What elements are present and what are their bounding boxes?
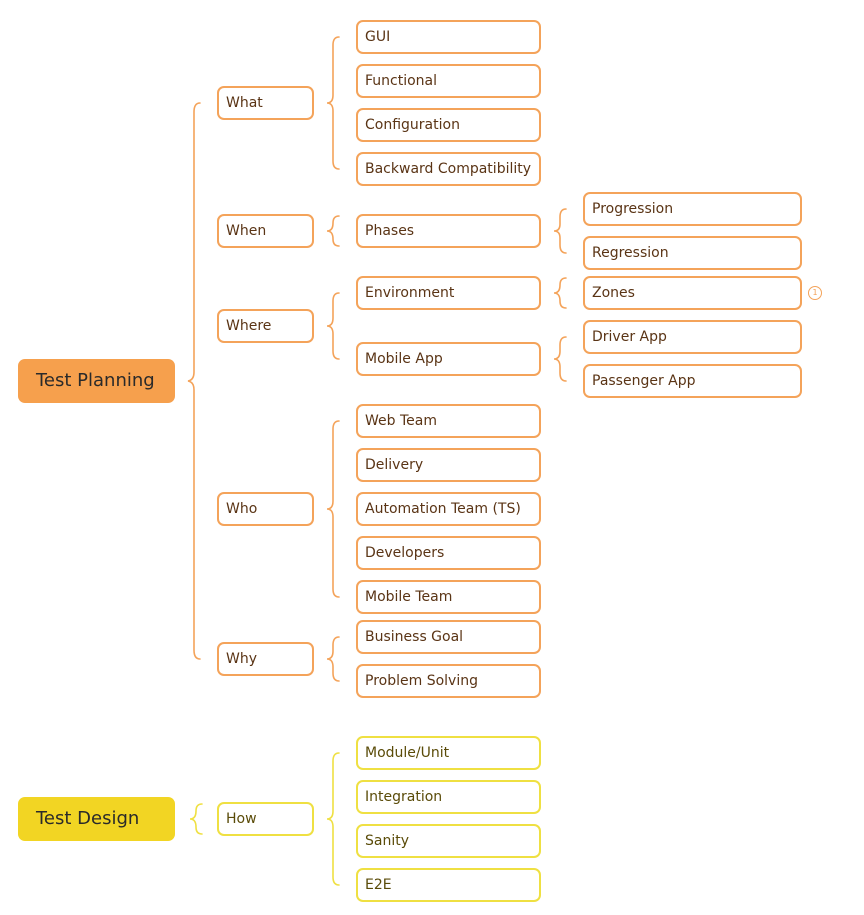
brace-phases — [553, 208, 567, 254]
node-e2e[interactable]: E2E — [356, 868, 541, 902]
brace-why — [326, 636, 340, 682]
root-test-planning[interactable]: Test Planning — [18, 359, 175, 403]
node-when[interactable]: When — [217, 214, 314, 248]
node-regression[interactable]: Regression — [583, 236, 802, 270]
node-passenger-app[interactable]: Passenger App — [583, 364, 802, 398]
node-configuration[interactable]: Configuration — [356, 108, 541, 142]
brace-mobile-app — [553, 336, 567, 382]
brace-test-planning — [187, 102, 201, 660]
root-test-design[interactable]: Test Design — [18, 797, 175, 841]
node-gui[interactable]: GUI — [356, 20, 541, 54]
node-how[interactable]: How — [217, 802, 314, 836]
node-what[interactable]: What — [217, 86, 314, 120]
note-count-marker[interactable]: 1 — [808, 286, 822, 300]
node-mobile-team[interactable]: Mobile Team — [356, 580, 541, 614]
brace-environment — [553, 277, 567, 309]
node-developers[interactable]: Developers — [356, 536, 541, 570]
node-backward-compatibility[interactable]: Backward Compatibility — [356, 152, 541, 186]
node-automation-team[interactable]: Automation Team (TS) — [356, 492, 541, 526]
node-web-team[interactable]: Web Team — [356, 404, 541, 438]
node-progression[interactable]: Progression — [583, 192, 802, 226]
node-environment[interactable]: Environment — [356, 276, 541, 310]
brace-test-design — [189, 803, 203, 835]
node-mobile-app[interactable]: Mobile App — [356, 342, 541, 376]
node-module-unit[interactable]: Module/Unit — [356, 736, 541, 770]
brace-where — [326, 292, 340, 360]
node-problem-solving[interactable]: Problem Solving — [356, 664, 541, 698]
node-business-goal[interactable]: Business Goal — [356, 620, 541, 654]
node-sanity[interactable]: Sanity — [356, 824, 541, 858]
node-who[interactable]: Who — [217, 492, 314, 526]
node-functional[interactable]: Functional — [356, 64, 541, 98]
node-delivery[interactable]: Delivery — [356, 448, 541, 482]
node-integration[interactable]: Integration — [356, 780, 541, 814]
node-driver-app[interactable]: Driver App — [583, 320, 802, 354]
node-why[interactable]: Why — [217, 642, 314, 676]
node-phases[interactable]: Phases — [356, 214, 541, 248]
node-zones[interactable]: Zones — [583, 276, 802, 310]
brace-what — [326, 36, 340, 170]
node-where[interactable]: Where — [217, 309, 314, 343]
brace-who — [326, 420, 340, 598]
brace-when — [326, 215, 340, 247]
brace-how — [326, 752, 340, 886]
